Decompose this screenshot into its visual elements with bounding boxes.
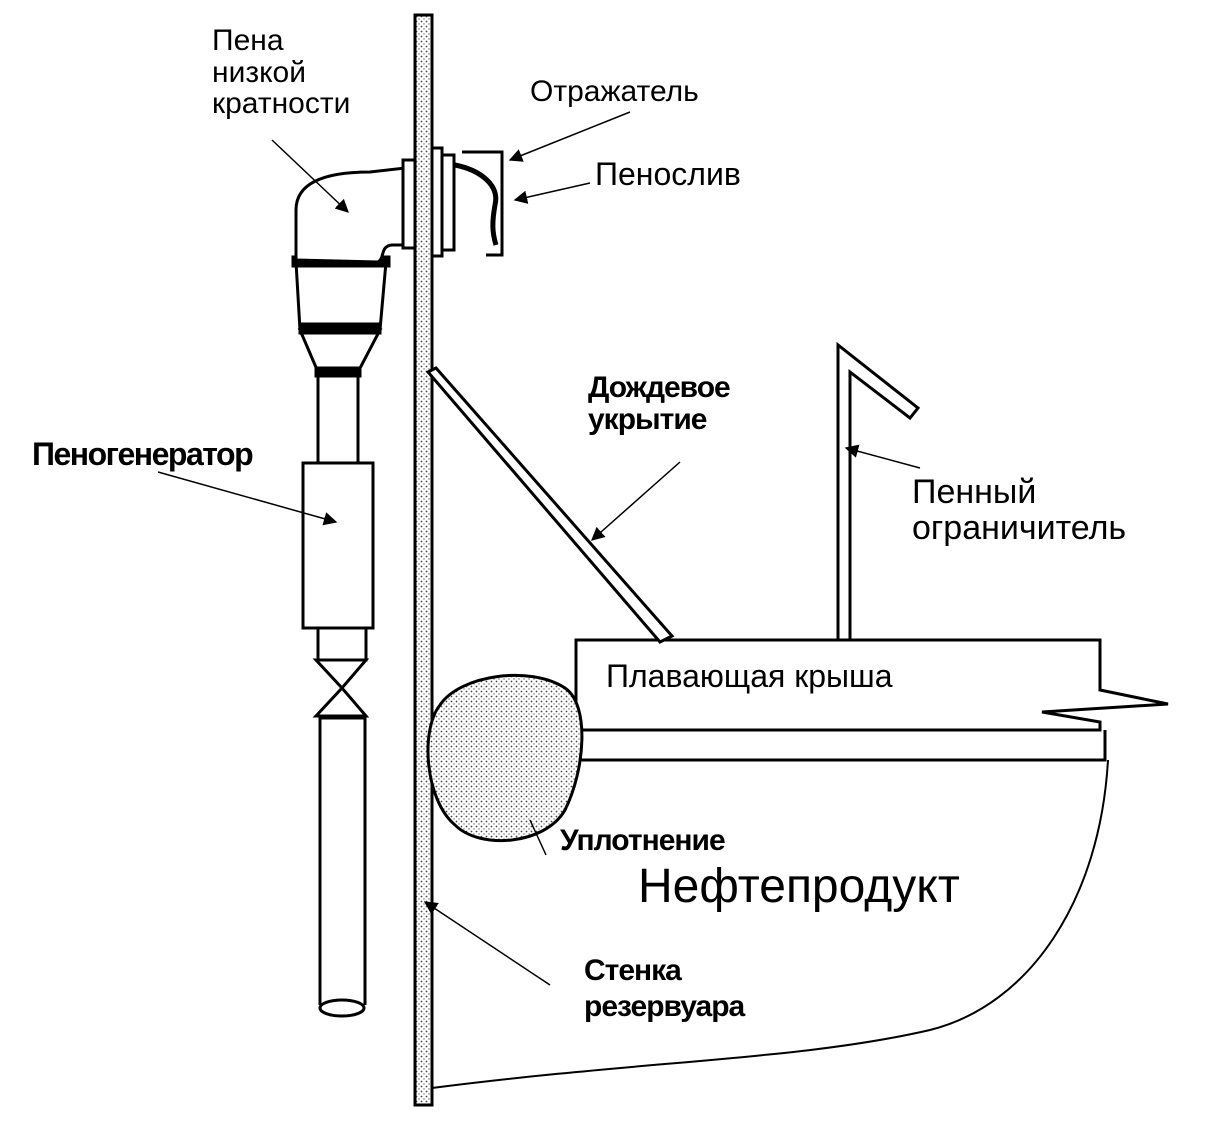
leader-seal — [529, 819, 547, 856]
foam-dam — [836, 341, 921, 640]
label-reflector: Отражатель — [530, 75, 699, 108]
foam-generator-assembly — [291, 158, 417, 1018]
leader-low-foam — [271, 139, 349, 213]
seal — [426, 673, 584, 843]
label-oil-product: Нефтепродукт — [638, 860, 960, 913]
leader-foam-generator — [157, 471, 338, 526]
leader-tank-wall — [423, 901, 551, 986]
leader-foam-dam — [844, 444, 921, 469]
label-foam-generator: Пеногенератор — [32, 436, 254, 472]
tank-wall — [413, 13, 434, 1107]
label-tank-wall: Стенка резервуара — [584, 954, 745, 1023]
label-rain-cover: Дождевое укрытие — [588, 371, 731, 436]
label-low-foam: Пена низкой кратности — [212, 24, 351, 120]
label-foam-dam: Пенный ограничитель — [912, 473, 1127, 547]
rain-cover — [425, 366, 675, 644]
label-floating-roof: Плавающая крыша — [606, 658, 893, 694]
product-boundary-curve — [431, 759, 1109, 1089]
leader-lines — [157, 111, 921, 986]
label-seal: Уплотнение — [560, 824, 726, 857]
leader-foam-spout — [513, 182, 591, 204]
leader-reflector — [508, 111, 631, 162]
label-foam-spout: Пенослив — [595, 156, 741, 192]
foam-spout-assembly — [430, 146, 504, 258]
leader-rain-cover — [590, 461, 681, 541]
